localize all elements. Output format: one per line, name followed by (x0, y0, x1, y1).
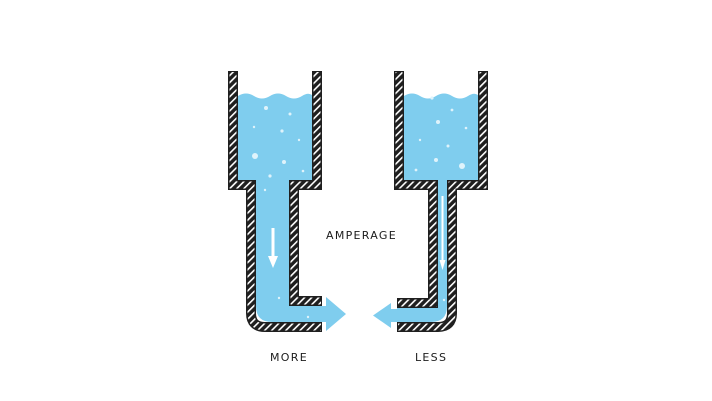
right-tank-less (373, 71, 488, 332)
right-output-arrow-icon (373, 303, 397, 328)
left-water (238, 93, 322, 322)
left-flow-arrow-icon (268, 228, 278, 268)
more-label: MORE (270, 351, 308, 364)
right-water (397, 93, 478, 322)
less-label: LESS (415, 351, 448, 364)
left-output-arrow-icon (322, 297, 346, 331)
left-tank-more (228, 71, 346, 332)
left-tank-walls-hatch (229, 72, 321, 331)
right-bubbles (414, 96, 468, 302)
right-flow-arrow-icon (439, 196, 446, 270)
amperage-label: AMPERAGE (326, 229, 398, 242)
left-bubbles (252, 106, 310, 319)
right-tank-walls-hatch (395, 72, 487, 331)
